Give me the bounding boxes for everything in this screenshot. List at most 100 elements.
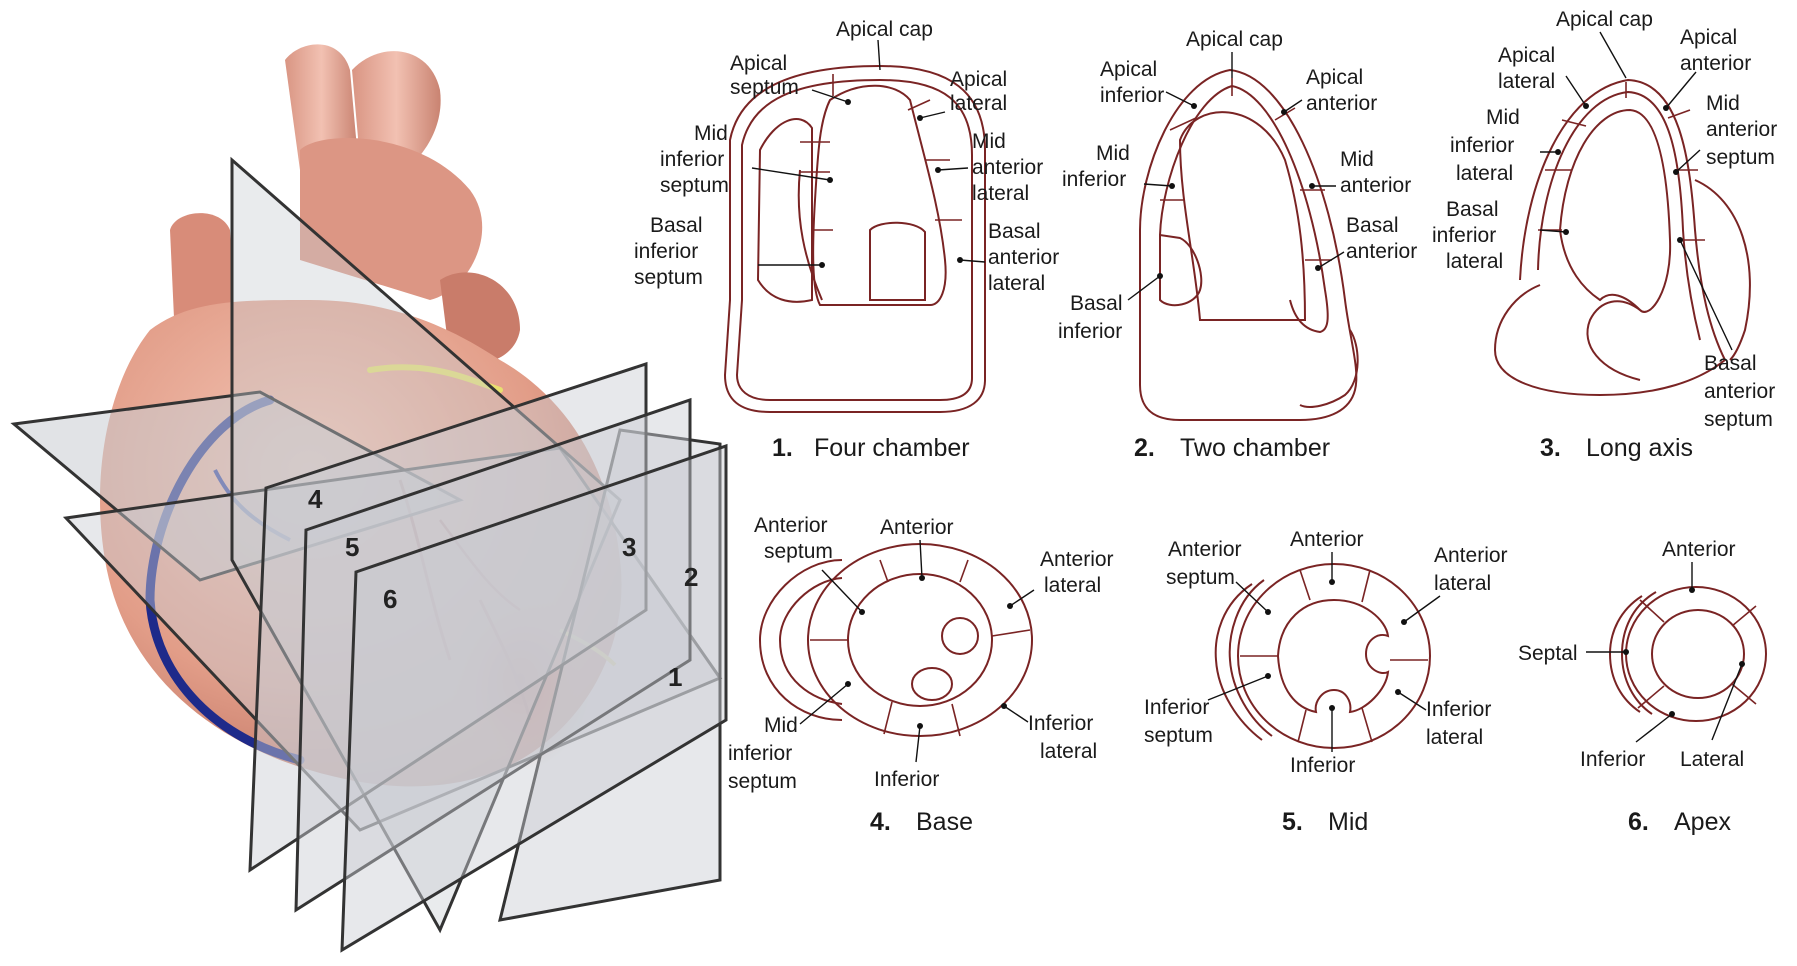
fc-basal-anterior-lateral-label-3: lateral <box>988 272 1045 295</box>
la-leader-lines <box>1540 32 1732 350</box>
four-chamber-view <box>725 66 985 412</box>
mid-seg-4 <box>1362 708 1372 742</box>
base-mid-inferior-septum-label-1: Mid <box>764 714 798 737</box>
la-aortic <box>1587 301 1640 380</box>
apex-anterior-label: Anterior <box>1662 538 1736 561</box>
apex-number: 6. <box>1628 808 1649 836</box>
la-title: Long axis <box>1586 434 1693 462</box>
tc-basal-anterior-label-1: Basal <box>1346 214 1399 237</box>
apex-dot-3 <box>1669 711 1675 717</box>
mid-view <box>1216 564 1430 748</box>
fc-apical-lateral-label-1: Apical <box>950 68 1007 91</box>
la-dot-5 <box>1563 229 1569 235</box>
tc-basal-anterior-label-2: anterior <box>1346 240 1417 263</box>
apex-septal-label: Septal <box>1518 642 1578 665</box>
la-mid-anterior-septum-label-2: anterior <box>1706 118 1777 141</box>
fc-outer-wall <box>725 66 985 412</box>
la-basal-anterior-septum-label-2: anterior <box>1704 380 1775 403</box>
mid-anterior-lateral-label-1: Anterior <box>1434 544 1508 567</box>
la-basal-inferior-lateral-label-3: lateral <box>1446 250 1503 273</box>
la-basal-inferior-lateral-label-2: inferior <box>1432 224 1496 247</box>
fc-apical-lateral-label-2: lateral <box>950 92 1007 115</box>
mid-seg-5 <box>1298 710 1306 742</box>
four-chamber-labels: Apical cap Apical septum Apical lateral … <box>634 18 1059 462</box>
base-dot-5 <box>845 681 851 687</box>
fc-basal-inferior-septum-label-2: inferior <box>634 240 698 263</box>
base-rv-inner <box>780 578 842 704</box>
base-dot-3 <box>1001 703 1007 709</box>
la-dot-4 <box>1673 169 1679 175</box>
la-basal-inferior-lateral-label-1: Basal <box>1446 198 1499 221</box>
la-mid-inferior-lateral-label-3: lateral <box>1456 162 1513 185</box>
fc-mid-anterior-lateral-label-1: Mid <box>972 130 1006 153</box>
plane-3-number: 3 <box>622 532 636 562</box>
base-seg-1 <box>880 560 888 582</box>
fc-mid-inferior-septum-label-2: inferior <box>660 148 724 171</box>
plane-4-number: 4 <box>308 484 323 514</box>
mid-inferior-septum-label-2: septum <box>1144 724 1213 747</box>
mid-anterior-septum-label-1: Anterior <box>1168 538 1242 561</box>
base-dot-6 <box>859 609 865 615</box>
fc-dot-5 <box>935 167 941 173</box>
fc-rv <box>758 119 812 302</box>
plane-2-number: 2 <box>684 562 698 592</box>
base-anterior-lateral-label-1: Anterior <box>1040 548 1114 571</box>
base-anterior-lateral-label-2: lateral <box>1044 574 1101 597</box>
fc-dot-4 <box>917 115 923 121</box>
tc-apical-cap-label: Apical cap <box>1186 28 1283 51</box>
mid-inferior-label: Inferior <box>1290 754 1355 777</box>
la-dot-3 <box>1555 149 1561 155</box>
mid-anterior-lateral-label-2: lateral <box>1434 572 1491 595</box>
two-chamber-view <box>1140 70 1358 420</box>
apex-lateral-label: Lateral <box>1680 748 1744 771</box>
tc-mid-anterior-label-1: Mid <box>1340 148 1374 171</box>
la-basal-anterior-septum-label-1: Basal <box>1704 352 1757 375</box>
mid-inferior-septum-label-1: Inferior <box>1144 696 1209 719</box>
tc-dot-4 <box>1309 183 1315 189</box>
apex-dot-4 <box>1739 661 1745 667</box>
base-labels: Anterior Anterior septum Anterior latera… <box>728 514 1114 836</box>
base-dot-2 <box>1007 603 1013 609</box>
apex-inner-wall <box>1652 610 1744 698</box>
la-cavity <box>1560 110 1670 312</box>
la-dot-6 <box>1677 237 1683 243</box>
tc-basal-inferior-label-1: Basal <box>1070 292 1123 315</box>
mid-anterior-septum-label-2: septum <box>1166 566 1235 589</box>
long-axis-labels: Apical cap Apical lateral Apical anterio… <box>1432 8 1777 462</box>
fc-apical-cap-label: Apical cap <box>836 18 933 41</box>
la-rv <box>1695 180 1750 360</box>
apex-seg-2 <box>1732 606 1756 626</box>
fc-outer-wall-inner <box>737 80 972 400</box>
fc-number: 1. <box>772 434 793 462</box>
tc-dot-3 <box>1281 109 1287 115</box>
mid-dot-4 <box>1329 705 1335 711</box>
base-dot-4 <box>917 723 923 729</box>
la-dot-2 <box>1663 105 1669 111</box>
base-inner-wall <box>848 574 992 706</box>
la-mid-anterior-septum-label-3: septum <box>1706 146 1775 169</box>
fc-mid-inferior-septum-label-3: septum <box>660 174 729 197</box>
la-mid-inferior-lateral-label-1: Mid <box>1486 106 1520 129</box>
la-dot-1 <box>1583 103 1589 109</box>
apex-view <box>1610 587 1766 721</box>
tc-number: 2. <box>1134 434 1155 462</box>
la-number: 3. <box>1540 434 1561 462</box>
mid-labels: Anterior Anterior septum Anterior latera… <box>1144 528 1508 836</box>
base-inferior-label: Inferior <box>874 768 939 791</box>
base-inferior-lateral-label-2: lateral <box>1040 740 1097 763</box>
base-anterior-septum-label-1: Anterior <box>754 514 828 537</box>
apex-title: Apex <box>1674 808 1731 836</box>
la-apical-cap-label: Apical cap <box>1556 8 1653 31</box>
base-seg-5 <box>884 702 892 734</box>
mid-number: 5. <box>1282 808 1303 836</box>
fc-apical-septum-label-1: Apical <box>730 52 787 75</box>
base-number: 4. <box>870 808 891 836</box>
base-anterior-septum-label-2: septum <box>764 540 833 563</box>
base-view <box>760 544 1032 736</box>
tc-apical-anterior-label-1: Apical <box>1306 66 1363 89</box>
plane-1-number: 1 <box>668 662 682 692</box>
tc-apical-inferior-label-1: Apical <box>1100 58 1157 81</box>
base-title: Base <box>916 808 973 836</box>
tc-mid-inferior-label-2: inferior <box>1062 168 1126 191</box>
base-dot-1 <box>919 575 925 581</box>
